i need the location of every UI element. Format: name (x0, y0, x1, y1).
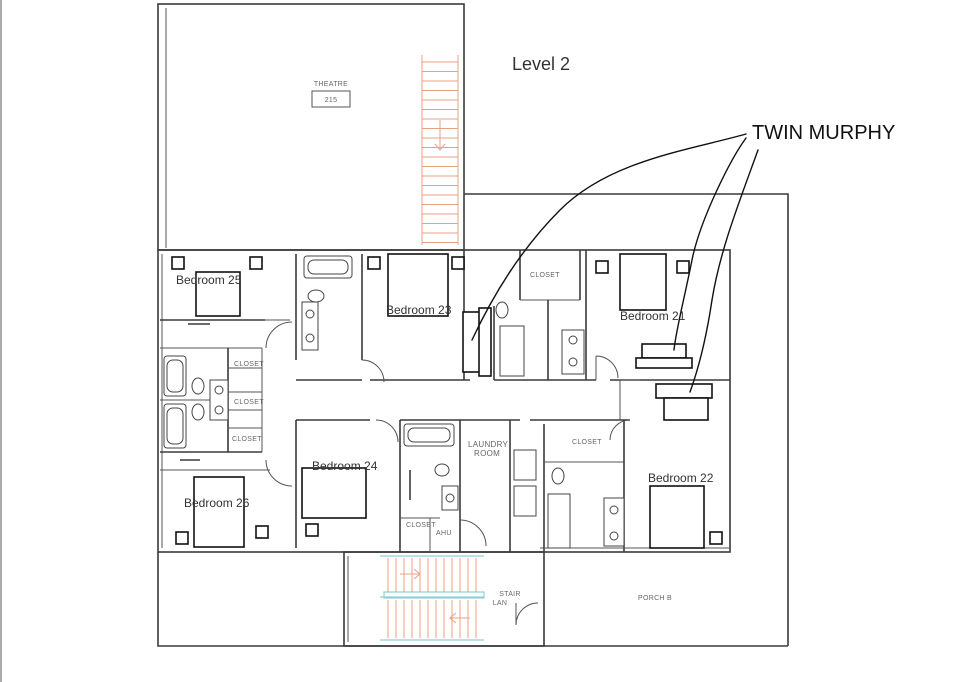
toilet-b22 (551, 467, 565, 485)
toilet-b21 (495, 301, 509, 319)
nightstand (305, 523, 319, 537)
east-outer-wall (464, 193, 789, 646)
nightstand (367, 256, 381, 270)
annotation-arrows (471, 133, 759, 393)
vanity-b21 (561, 329, 585, 375)
lower-outer-wall (157, 552, 788, 647)
label-bedroom-25: Bedroom 25 (176, 273, 242, 287)
closet-label-1: CLOSET (530, 272, 560, 279)
ahu-label: AHU (436, 530, 452, 537)
label-bedroom-26: Bedroom 26 (184, 496, 250, 510)
nightstand (709, 531, 723, 545)
stair-door-swing (515, 602, 539, 626)
closet-label-2: CLOSET (234, 361, 264, 368)
murphy-beds (462, 307, 713, 421)
murphy-bed-22 (655, 383, 713, 399)
beds (193, 253, 705, 549)
nightstand (676, 260, 690, 274)
stair-label-line2: LAN (493, 600, 508, 607)
closet-label-4: CLOSET (232, 436, 262, 443)
nightstand (249, 256, 263, 270)
bath-fixtures (163, 255, 625, 549)
closet-label-6: CLOSET (406, 522, 436, 529)
label-bedroom-24: Bedroom 24 (312, 459, 378, 473)
shower-b22 (547, 493, 571, 549)
nightstand (171, 256, 185, 270)
theatre-walls (157, 3, 465, 251)
toilet-left-1 (191, 377, 205, 395)
lower-stairs (380, 555, 485, 641)
nightstands (171, 256, 723, 545)
vanity-b22 (603, 497, 625, 547)
laundry-label-line2: ROOM (474, 449, 500, 458)
nightstand (595, 260, 609, 274)
theatre-stairs (421, 55, 459, 245)
bed-bedroom-25 (195, 271, 241, 317)
bed-bedroom-26 (193, 476, 245, 548)
toilet-b24 (434, 463, 450, 477)
level-title: Level 2 (512, 54, 570, 74)
label-bedroom-23: Bedroom 23 (386, 303, 452, 317)
vanity-b23 (301, 301, 319, 351)
annotation-twin-murphy: TWIN MURPHY (752, 122, 895, 144)
bed-bedroom-21 (619, 253, 667, 311)
door-swings (265, 321, 631, 547)
closet-label-3: CLOSET (234, 399, 264, 406)
shower-b21 (499, 325, 525, 377)
label-bedroom-21: Bedroom 21 (620, 309, 686, 323)
nightstand (255, 525, 269, 539)
label-bedroom-22: Bedroom 22 (648, 471, 714, 485)
dryer (513, 485, 537, 517)
washer (513, 449, 537, 481)
murphy-bed-21 (641, 343, 687, 359)
nightstand (451, 256, 465, 270)
toilet-left-2 (191, 403, 205, 421)
bed-bedroom-24 (301, 467, 367, 519)
nightstand (175, 531, 189, 545)
theatre-number-box (311, 90, 351, 108)
porch-label: PORCH B (638, 595, 672, 602)
theatre-label: THEATRE (314, 81, 348, 88)
toilet-b23 (307, 289, 325, 303)
stair-label-line1: STAIR (499, 591, 521, 598)
bed-bedroom-23 (387, 253, 449, 317)
theatre-number: 215 (325, 97, 338, 104)
stair-landing-walls (343, 551, 545, 647)
bed-bedroom-22 (649, 485, 705, 549)
closet-label-5: CLOSET (572, 439, 602, 446)
laundry-label-line1: LAUNDRY (468, 440, 509, 449)
